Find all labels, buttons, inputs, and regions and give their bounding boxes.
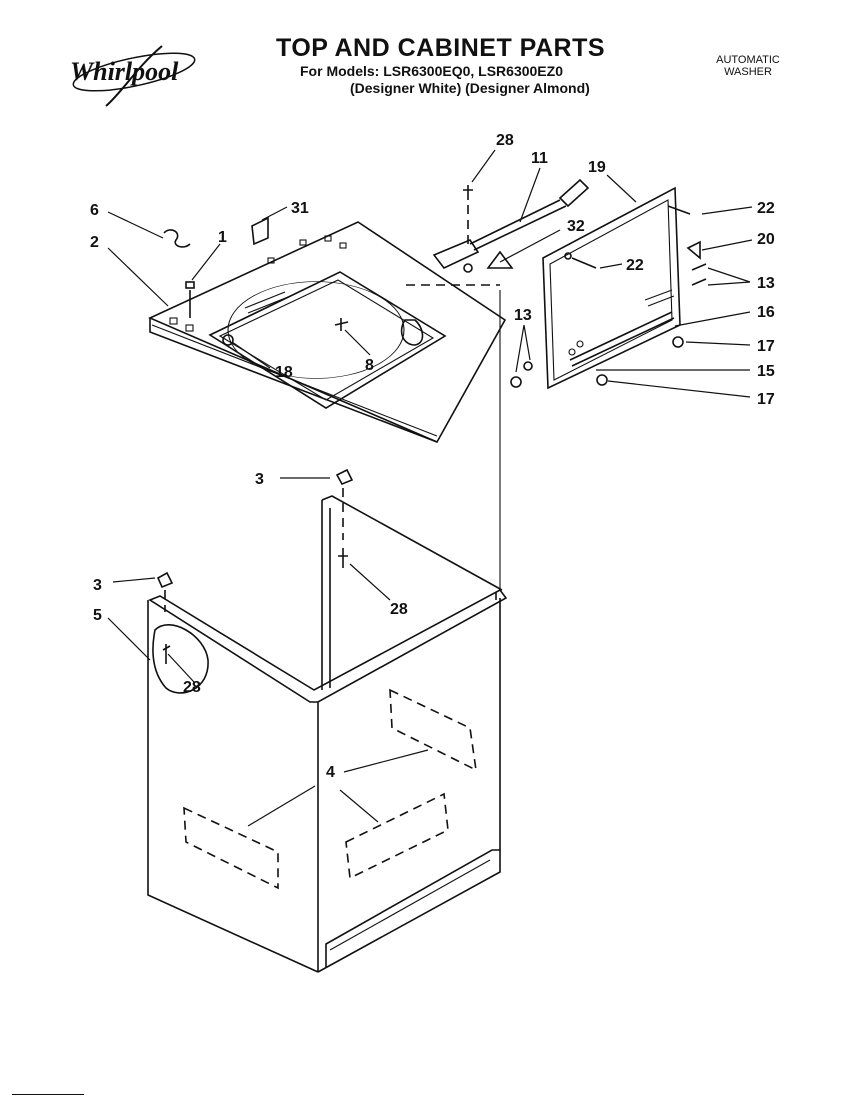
- brand-name: Whirlpool: [70, 57, 179, 86]
- washer-top-panel: [148, 221, 507, 444]
- callout-13-left: 13: [514, 307, 532, 324]
- callout-labels: 28 11 19 6 31 1 2 32 22 22 20 13 13 16 1…: [90, 132, 775, 781]
- page-title: TOP AND CABINET PARTS: [276, 34, 606, 62]
- callout-28-top: 28: [496, 132, 514, 149]
- callout-20: 20: [757, 231, 775, 248]
- callout-8: 8: [365, 357, 374, 374]
- washer-lid: [542, 186, 681, 390]
- washer-cabinet: [147, 290, 508, 973]
- callout-17-upper: 17: [757, 338, 775, 355]
- callout-16: 16: [757, 304, 775, 321]
- lid-switch-assembly: [432, 178, 590, 273]
- callout-15: 15: [757, 363, 775, 380]
- callout-2: 2: [90, 234, 99, 251]
- footer-rule: [12, 1094, 84, 1095]
- callout-17-lower: 17: [757, 391, 775, 408]
- callout-22-right: 22: [757, 200, 775, 217]
- callout-3-upper: 3: [255, 471, 264, 488]
- callout-32: 32: [567, 218, 585, 235]
- callout-22-lid: 22: [626, 257, 644, 274]
- model-variants: (Designer White) (Designer Almond): [350, 80, 590, 96]
- callout-13-right: 13: [757, 275, 775, 292]
- callout-pointers: [107, 149, 753, 827]
- model-numbers: For Models: LSR6300EQ0, LSR6300EZ0: [300, 63, 563, 79]
- callout-19: 19: [588, 159, 606, 176]
- whirlpool-logo: Whirlpool: [66, 38, 206, 110]
- callout-28-cabinet: 28: [390, 601, 408, 618]
- callout-11: 11: [531, 150, 548, 167]
- callout-31: 31: [291, 200, 309, 217]
- callout-3-lower: 3: [93, 577, 102, 594]
- callout-18: 18: [275, 364, 293, 381]
- callout-1: 1: [218, 229, 227, 246]
- whirlpool-logo-graphic: Whirlpool: [70, 45, 196, 107]
- callout-4: 4: [326, 764, 335, 781]
- callout-5: 5: [93, 607, 102, 624]
- callout-28-side: 28: [183, 679, 201, 696]
- product-type: AUTOMATIC WASHER: [716, 54, 780, 78]
- callout-6: 6: [90, 202, 99, 219]
- hardware-parts: [163, 205, 707, 388]
